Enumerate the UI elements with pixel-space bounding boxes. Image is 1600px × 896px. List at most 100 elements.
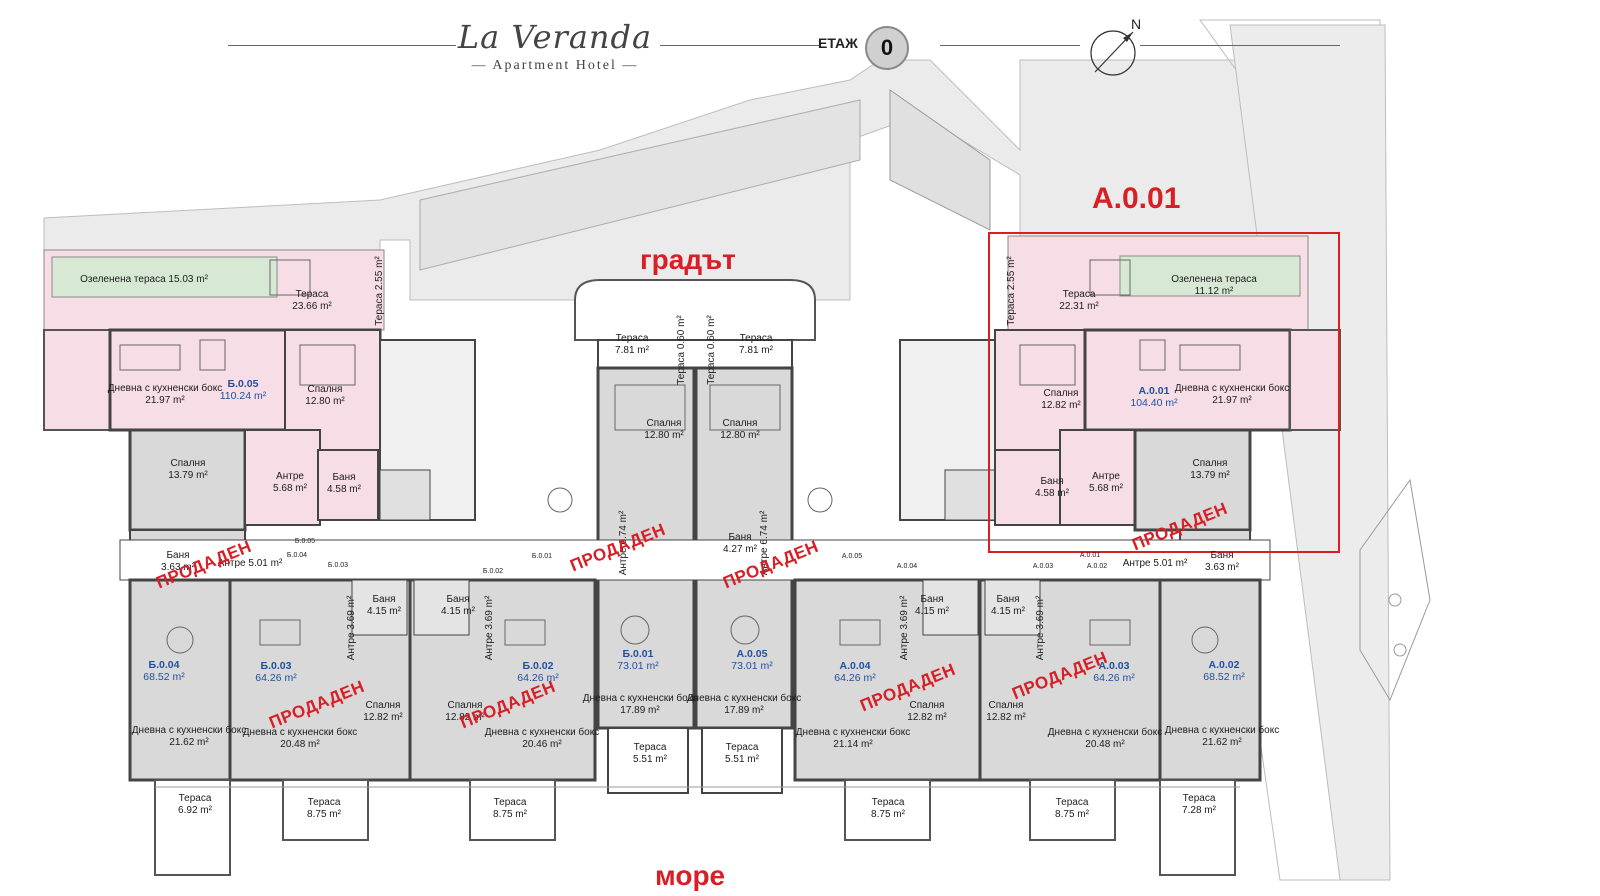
north-compass-icon	[1090, 30, 1136, 76]
terrace-a004	[844, 779, 931, 841]
unit-area: 73.01 m²	[617, 660, 659, 672]
door-tag: Б.0.01	[531, 553, 553, 560]
door-tag: А.0.04	[896, 563, 918, 570]
furniture	[119, 259, 1241, 654]
unit-area: 68.52 m²	[1203, 671, 1245, 683]
unit-code: А.0.03	[1098, 660, 1130, 672]
room-label: Тераса 0.60 m²	[676, 315, 687, 385]
logo-subtitle: — Apartment Hotel —	[471, 58, 639, 73]
door-tag: Б.0.03	[327, 562, 349, 569]
room-label: Антре 3.69 m²	[899, 595, 910, 661]
floor-number-badge: 0	[865, 26, 909, 70]
terrace-b003	[282, 779, 369, 841]
left-balcony	[43, 329, 111, 431]
room-a001-bath	[994, 449, 1061, 526]
door-tag: Б.0.04	[286, 552, 308, 559]
bath-a004	[922, 579, 979, 636]
door-tag: Б.0.05	[294, 538, 316, 545]
bath-b002	[413, 579, 470, 636]
room-label: Озеленена тераса 15.03 m²	[80, 274, 208, 285]
ramp	[419, 99, 861, 271]
room-label: Тераса 2.55 m²	[1006, 256, 1017, 326]
terrace-b001	[607, 727, 689, 794]
green-terrace-left	[51, 256, 278, 298]
room-label: Антре 3.69 m²	[346, 595, 357, 661]
unit-area: 64.26 m²	[1093, 672, 1135, 684]
playground	[1359, 478, 1431, 702]
room-label: Антре 5.01 m²	[217, 558, 283, 569]
north-label: N	[1131, 16, 1142, 32]
terrace-a005	[701, 727, 783, 794]
room-b005-bath	[317, 449, 379, 521]
terrace-b004	[154, 779, 231, 876]
unit-code: Б.0.05	[227, 378, 259, 390]
green-terrace-right	[1119, 255, 1301, 297]
room-label: Антре 5.01 m²	[1122, 558, 1188, 569]
direction-city: градът	[640, 244, 736, 275]
room-b005-hall	[244, 429, 321, 526]
unit-area: 64.26 m²	[255, 672, 297, 684]
unit-code: А.0.04	[839, 660, 871, 672]
unit-code: Б.0.02	[522, 660, 554, 672]
unit-area: 64.26 m²	[517, 672, 559, 684]
unit-area: 104.40 m²	[1130, 397, 1178, 409]
header-rule-right-b	[1140, 45, 1340, 46]
header-rule-mid	[660, 45, 820, 46]
door-tag: А.0.02	[1086, 563, 1108, 570]
direction-sea: море	[655, 860, 726, 891]
terrace-a002	[1159, 779, 1236, 876]
center-terrace-top	[574, 279, 816, 341]
unit-code: А.0.05	[736, 648, 768, 660]
door-tag: А.0.01	[1079, 552, 1101, 559]
unit-code: Б.0.03	[260, 660, 292, 672]
unit-area: 64.26 m²	[834, 672, 876, 684]
room-a001-bedroom2	[1133, 428, 1252, 532]
selected-unit-frame[interactable]	[988, 232, 1340, 553]
unit-area: 68.52 m²	[143, 671, 185, 683]
corridor	[119, 539, 1271, 581]
room-label: Антре 3.69 m²	[484, 595, 495, 661]
door-tag: А.0.03	[1032, 563, 1054, 570]
unit-code: А.0.02	[1208, 659, 1240, 671]
terrace-b002	[469, 779, 556, 841]
selected-unit-label: А.0.01	[1092, 182, 1181, 215]
terrace-a003	[1029, 779, 1116, 841]
